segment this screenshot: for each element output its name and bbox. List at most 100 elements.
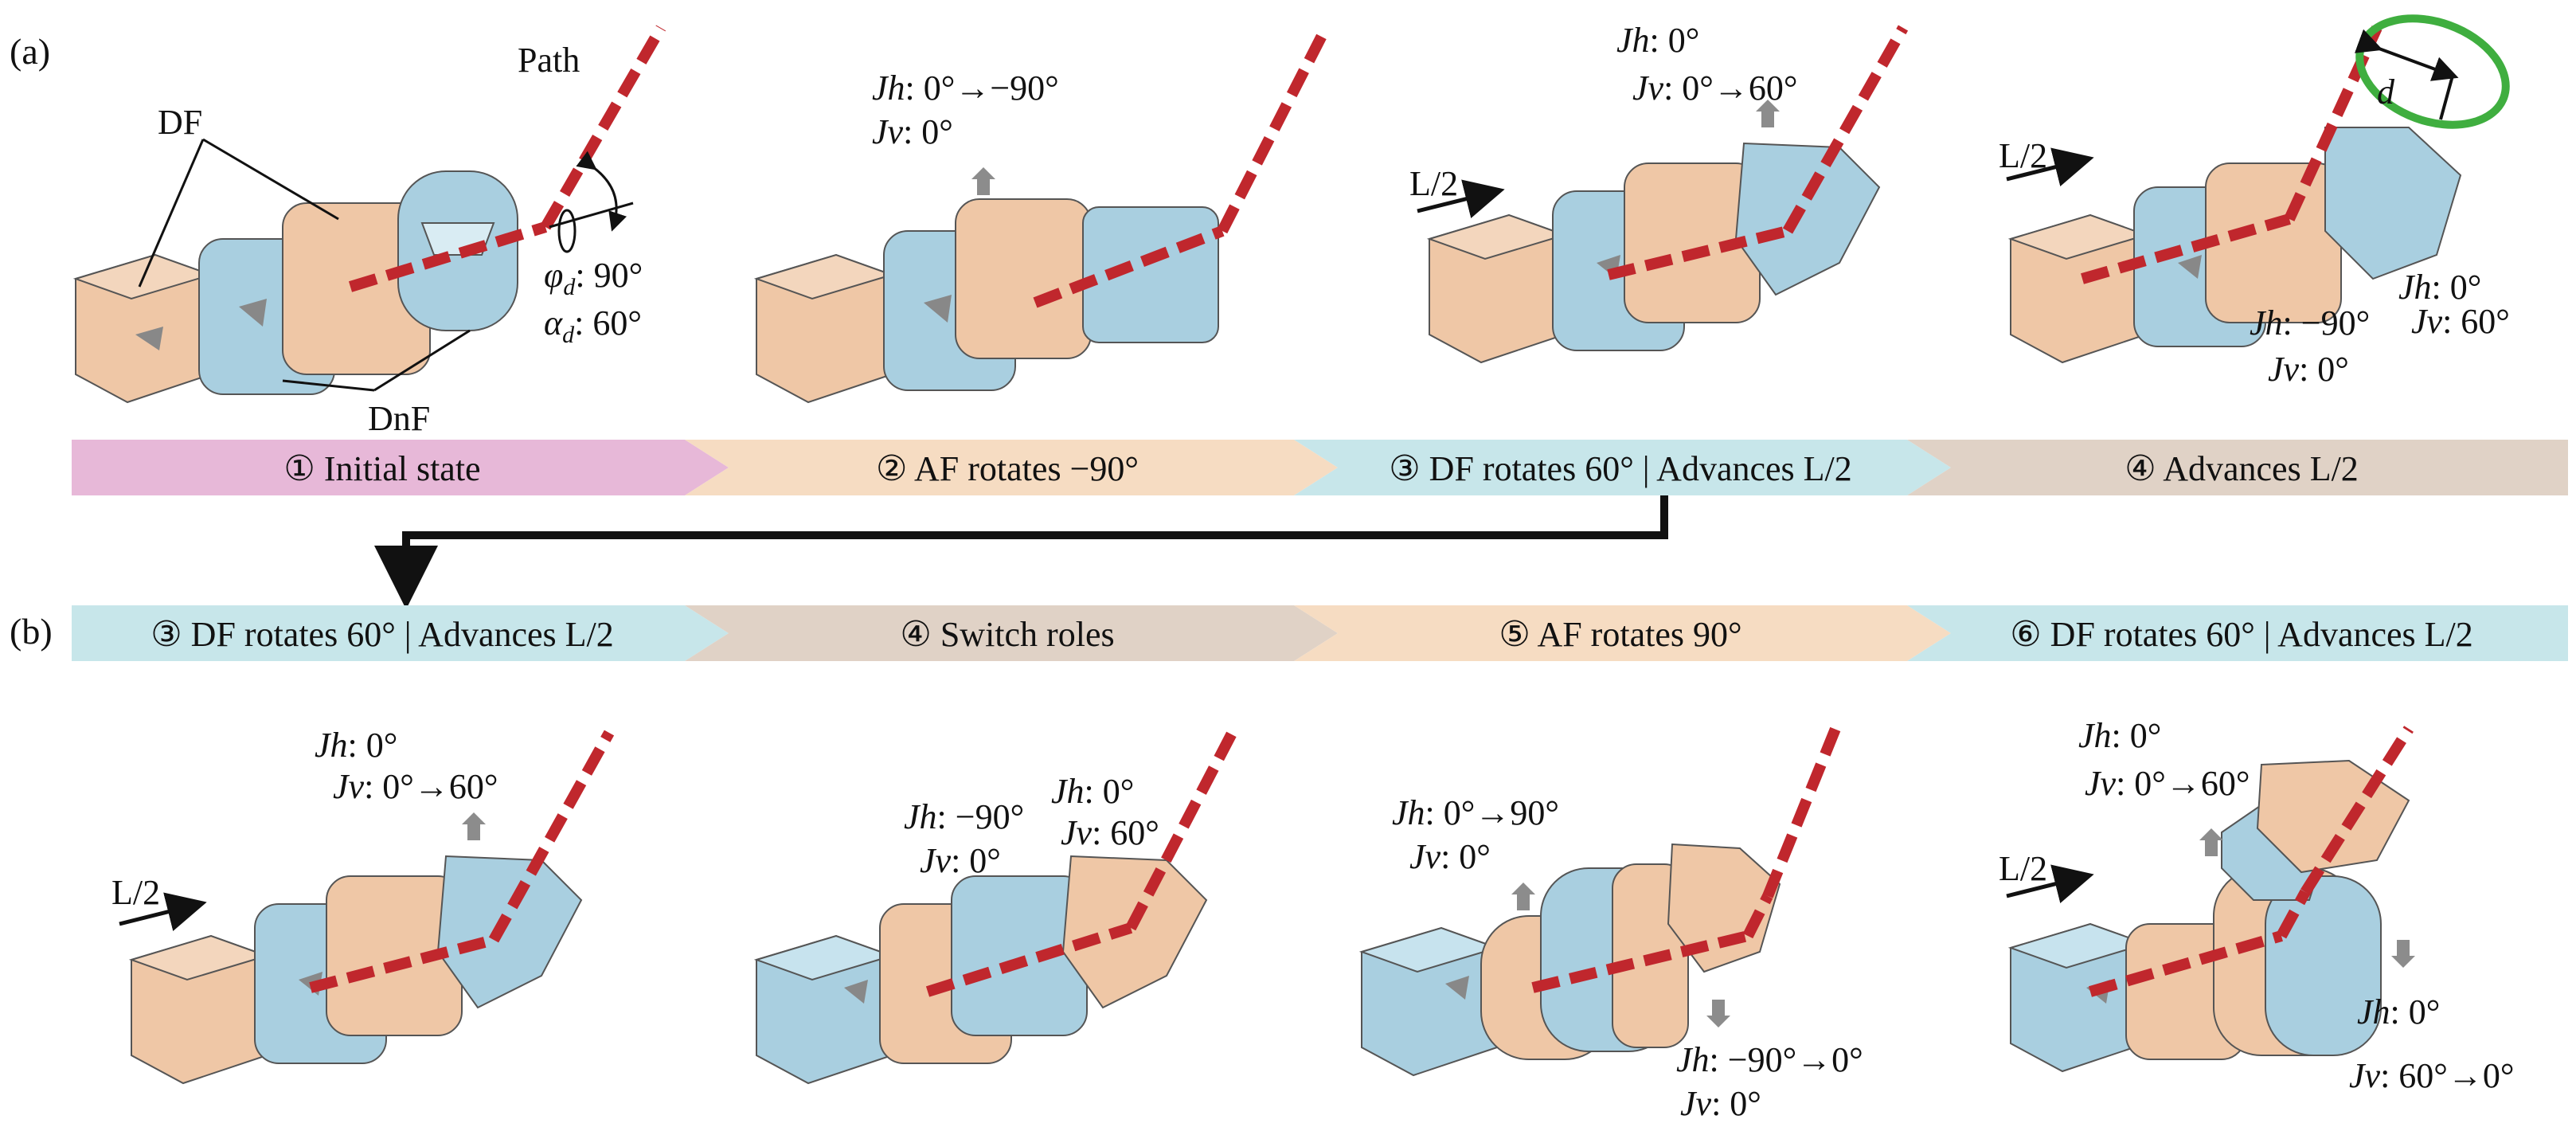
b2-jv1: Jv: 0°	[920, 841, 1001, 880]
b3-jv2: Jv: 0°	[1680, 1084, 1761, 1123]
path-b2-body	[925, 922, 1133, 997]
df-leader-2	[202, 138, 339, 221]
banner-b2-label: ④ Switch roles	[900, 615, 1114, 654]
dnf-leader-2	[373, 329, 471, 392]
b1-adv: L/2	[111, 873, 160, 912]
banner-a2-label: ② AF rotates −90°	[876, 449, 1139, 488]
label-path: Path	[518, 41, 580, 80]
phi-value: : 90°	[575, 256, 643, 295]
panel-label-a: (a)	[10, 31, 50, 72]
path-b4-tail	[2300, 726, 2414, 895]
b4-jh-sym: Jh	[2078, 716, 2112, 755]
banner-b4	[1907, 605, 2568, 661]
b4-jh: Jh: 0°	[2078, 716, 2161, 755]
a4-jh1-val: : −90°	[2283, 303, 2371, 342]
banner-b2	[685, 605, 1338, 661]
b4-jv2-val: : 60°→0°	[2380, 1056, 2514, 1095]
b4-jv-val: : 0°→60°	[2116, 764, 2250, 803]
b3-jh-val: : 0°→90°	[1425, 793, 1559, 832]
a4-jv1: Jv: 0°	[2268, 350, 2349, 389]
b2-jh1-sym: Jh	[904, 797, 937, 836]
banner-b4-label: ⑥ DF rotates 60° | Advances L/2	[2010, 615, 2473, 654]
alpha-subscript: d	[562, 322, 575, 348]
module-a1-3	[397, 170, 518, 331]
a4-jh1: Jh: −90°	[2250, 303, 2370, 342]
b2-jh1: Jh: −90°	[904, 797, 1024, 836]
down-arrow-b4	[2391, 940, 2415, 968]
b1-jv: Jv: 0°→60°	[333, 767, 498, 806]
b4-jh-val: : 0°	[2112, 716, 2162, 755]
phi-symbol: φ	[544, 256, 563, 295]
row-b-banners: ③ DF rotates 60° | Advances L/2 ④ Switch…	[72, 605, 2568, 661]
up-arrow-a3	[1756, 100, 1780, 127]
up-arrow-b4	[2199, 828, 2223, 856]
b3-jh-sym: Jh	[1392, 793, 1425, 832]
a3-jh-sym: Jh	[1616, 21, 1650, 60]
b3-jv: Jv: 0°	[1409, 837, 1491, 876]
a3-jv: Jv: 0°→60°	[1632, 68, 1797, 108]
b3-jv2-sym: Jv	[1680, 1084, 1712, 1123]
a2-jh-sym: Jh	[872, 68, 905, 108]
a4-jh2-sym: Jh	[2398, 268, 2432, 307]
path-a2-body	[1033, 225, 1225, 308]
path-b4-mid	[2276, 889, 2311, 939]
path-a3-body	[1607, 225, 1789, 280]
a2-jv-val: : 0°	[903, 112, 953, 151]
b3-jv2-val: : 0°	[1711, 1084, 1761, 1123]
axis-line	[549, 202, 634, 229]
a2-jh: Jh: 0°→−90°	[872, 68, 1059, 108]
b1-jh-sym: Jh	[315, 726, 348, 765]
b4-jh2-sym: Jh	[2357, 992, 2390, 1031]
robot-a2	[753, 25, 1331, 404]
b3-jv-sym: Jv	[1409, 837, 1441, 876]
b4-adv: L/2	[1999, 849, 2047, 888]
banner-b3-label: ⑤ AF rotates 90°	[1499, 615, 1741, 654]
banner-a3	[1294, 440, 1951, 495]
label-df: DF	[158, 103, 202, 142]
a3-jv-val: : 0°→60°	[1663, 68, 1797, 108]
robot-a1	[72, 25, 666, 404]
b4-jv2-sym: Jv	[2349, 1056, 2381, 1095]
banner-a1-label: ① Initial state	[283, 449, 480, 488]
advance-arrow-a3	[1417, 179, 1505, 218]
a2-jv-sym: Jv	[872, 112, 904, 151]
b3-jh2: Jh: −90°→0°	[1676, 1040, 1863, 1079]
banner-b3	[1294, 605, 1951, 661]
a4-jv1-sym: Jv	[2268, 350, 2300, 389]
d-dimension-arrow	[2354, 29, 2459, 81]
b1-jv-val: : 0°→60°	[364, 767, 498, 806]
b4-jv-sym: Jv	[2085, 764, 2117, 803]
up-arrow-b1	[462, 812, 486, 840]
b2-jh1-val: : −90°	[937, 797, 1025, 836]
panel-label-b: (b)	[10, 611, 53, 652]
dnf-leader-1	[282, 379, 375, 392]
b2-jh2-sym: Jh	[1051, 772, 1085, 811]
b3-jv-val: : 0°	[1440, 837, 1491, 876]
path-b1-tail	[488, 730, 615, 943]
banner-a3-label: ③ DF rotates 60° | Advances L/2	[1389, 449, 1852, 488]
path-a1-body	[348, 221, 548, 292]
df-leader-1	[138, 139, 205, 288]
b4-jh2: Jh: 0°	[2357, 992, 2440, 1031]
path-b1-body	[309, 934, 495, 993]
down-arrow-b3	[1706, 1000, 1730, 1027]
path-a2-tail	[1217, 25, 1331, 234]
a4-jv2-sym: Jv	[2411, 302, 2443, 341]
path-b4-body	[2089, 930, 2283, 997]
b3-jh2-sym: Jh	[1676, 1040, 1710, 1079]
robot-b3	[1358, 726, 1841, 1077]
highlight-circle	[2355, 14, 2510, 129]
b2-jv1-sym: Jv	[920, 841, 952, 880]
alpha-value: : 60°	[574, 303, 642, 342]
path-a3-tail	[1782, 25, 1909, 234]
a4-jv2: Jv: 60°	[2411, 302, 2510, 341]
connector-arrow	[374, 495, 1668, 609]
b2-jv1-val: : 0°	[951, 841, 1001, 880]
b2-jv2-val: : 60°	[1092, 813, 1159, 852]
a4-jh2: Jh: 0°	[2398, 268, 2481, 307]
label-phi: φd: 90°	[544, 256, 643, 300]
banner-a4	[1907, 440, 2568, 495]
robot-a3	[1417, 25, 1909, 364]
advance-arrow-b4	[2006, 864, 2094, 903]
